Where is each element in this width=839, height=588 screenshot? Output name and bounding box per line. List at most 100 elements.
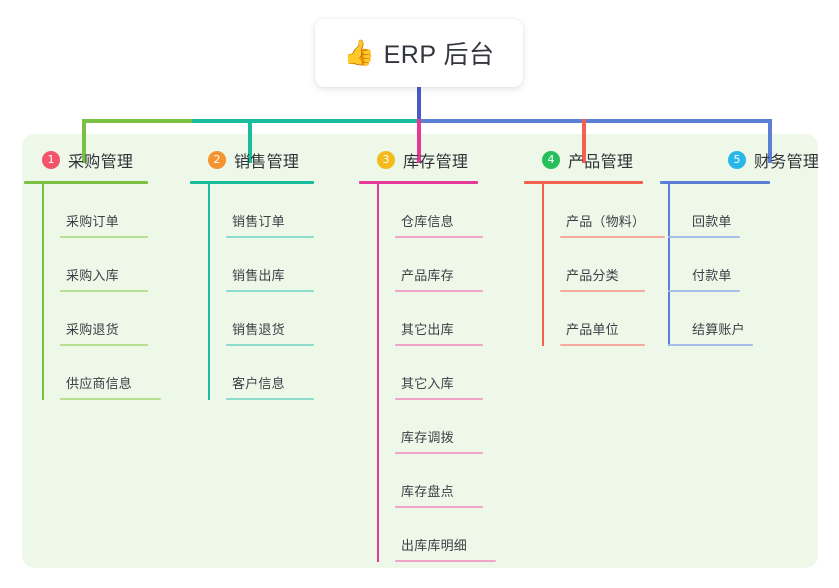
branch-header-5[interactable]: 5 财务管理 xyxy=(710,148,839,172)
leaf-label: 回款单 xyxy=(692,214,732,229)
branch-leaves-4: 产品（物料） 产品分类 产品单位 xyxy=(524,184,704,346)
branch-column-1: 1 采购管理 采购订单 采购入库 采购退货 供应商信息 xyxy=(24,148,184,400)
root-node[interactable]: 👍 ERP 后台 xyxy=(315,19,523,87)
leaf-item[interactable]: 其它入库 xyxy=(377,346,529,400)
leaf-label: 结算账户 xyxy=(692,322,745,337)
branch-rule-3 xyxy=(359,181,478,184)
leaf-item[interactable]: 产品分类 xyxy=(542,238,704,292)
leaf-label: 其它入库 xyxy=(401,376,454,391)
leaf-label: 库存调拨 xyxy=(401,430,454,445)
leaf-label: 供应商信息 xyxy=(66,376,133,391)
leaf-rule xyxy=(395,398,483,400)
leaf-label: 出库库明细 xyxy=(401,538,468,553)
leaf-rule xyxy=(395,560,496,562)
leaf-rule xyxy=(60,290,148,292)
leaf-rule xyxy=(60,344,148,346)
leaf-item[interactable]: 库存盘点 xyxy=(377,454,529,508)
leaf-rule xyxy=(395,344,483,346)
leaf-rule xyxy=(226,398,314,400)
leaf-label: 采购退货 xyxy=(66,322,119,337)
leaf-item[interactable]: 采购订单 xyxy=(42,184,184,238)
branch-spine-4 xyxy=(542,184,544,346)
branch-spine-3 xyxy=(377,184,379,562)
leaf-rule xyxy=(395,452,483,454)
branch-label-5: 财务管理 xyxy=(754,154,820,171)
leaf-label: 客户信息 xyxy=(232,376,285,391)
branch-column-5: 5 财务管理 回款单 付款单 结算账户 xyxy=(660,148,839,346)
leaf-item[interactable]: 销售出库 xyxy=(208,238,350,292)
root-node-content: 👍 ERP 后台 xyxy=(343,35,494,71)
leaf-rule xyxy=(560,290,645,292)
leaf-rule xyxy=(560,236,665,238)
branch-badge-2: 2 xyxy=(208,151,226,169)
leaf-label: 其它出库 xyxy=(401,322,454,337)
leaf-label: 产品库存 xyxy=(401,268,454,283)
branch-leaves-2: 销售订单 销售出库 销售退货 客户信息 xyxy=(190,184,350,400)
branch-leaves-3: 仓库信息 产品库存 其它出库 其它入库 库存调拨 库存盘点 xyxy=(359,184,529,562)
leaf-rule xyxy=(395,236,483,238)
branch-badge-3: 3 xyxy=(377,151,395,169)
leaf-item[interactable]: 采购入库 xyxy=(42,238,184,292)
leaf-item[interactable]: 产品库存 xyxy=(377,238,529,292)
leaf-rule xyxy=(668,236,740,238)
leaf-label: 采购入库 xyxy=(66,268,119,283)
branches-panel xyxy=(22,134,818,568)
branch-leaves-5: 回款单 付款单 结算账户 xyxy=(668,184,839,346)
leaf-rule xyxy=(226,344,314,346)
leaf-item[interactable]: 销售退货 xyxy=(208,292,350,346)
leaf-label: 仓库信息 xyxy=(401,214,454,229)
leaf-item[interactable]: 采购退货 xyxy=(42,292,184,346)
branch-rule-5 xyxy=(660,181,770,184)
leaf-label: 付款单 xyxy=(692,268,732,283)
leaf-rule xyxy=(668,290,740,292)
leaf-label: 销售出库 xyxy=(232,268,285,283)
leaf-rule xyxy=(60,398,161,400)
leaf-item[interactable]: 产品单位 xyxy=(542,292,704,346)
branch-column-2: 2 销售管理 销售订单 销售出库 销售退货 客户信息 xyxy=(190,148,350,400)
branch-column-3: 3 库存管理 仓库信息 产品库存 其它出库 其它入库 库存调拨 xyxy=(359,148,529,562)
branch-rule-2 xyxy=(190,181,314,184)
branch-label-4: 产品管理 xyxy=(568,154,634,171)
leaf-item[interactable]: 销售订单 xyxy=(208,184,350,238)
branch-header-2[interactable]: 2 销售管理 xyxy=(190,148,350,172)
leaf-item[interactable]: 库存调拨 xyxy=(377,400,529,454)
leaf-rule xyxy=(60,236,148,238)
leaf-item[interactable]: 结算账户 xyxy=(668,292,839,346)
branch-label-3: 库存管理 xyxy=(403,154,469,171)
leaf-rule xyxy=(560,344,645,346)
branch-label-2: 销售管理 xyxy=(234,154,300,171)
leaf-item[interactable]: 付款单 xyxy=(668,238,839,292)
leaf-rule xyxy=(226,290,314,292)
branch-header-4[interactable]: 4 产品管理 xyxy=(524,148,704,172)
leaf-label: 销售退货 xyxy=(232,322,285,337)
branch-spine-1 xyxy=(42,184,44,400)
leaf-rule xyxy=(395,506,483,508)
leaf-label: 产品单位 xyxy=(566,322,619,337)
thumbs-up-icon: 👍 xyxy=(343,38,375,67)
leaf-item[interactable]: 产品（物料） xyxy=(542,184,704,238)
leaf-item[interactable]: 供应商信息 xyxy=(42,346,184,400)
leaf-item[interactable]: 客户信息 xyxy=(208,346,350,400)
branch-column-4: 4 产品管理 产品（物料） 产品分类 产品单位 xyxy=(524,148,704,346)
root-title: ERP 后台 xyxy=(383,41,495,69)
leaf-item[interactable]: 出库库明细 xyxy=(377,508,529,562)
branch-spine-2 xyxy=(208,184,210,400)
leaf-label: 产品（物料） xyxy=(566,214,646,229)
branch-label-1: 采购管理 xyxy=(68,154,134,171)
branch-badge-5: 5 xyxy=(728,151,746,169)
leaf-rule xyxy=(668,344,753,346)
branch-rule-4 xyxy=(524,181,643,184)
leaf-label: 销售订单 xyxy=(232,214,285,229)
branch-rule-1 xyxy=(24,181,148,184)
branch-header-1[interactable]: 1 采购管理 xyxy=(24,148,184,172)
leaf-item[interactable]: 其它出库 xyxy=(377,292,529,346)
branch-spine-5 xyxy=(668,184,670,346)
leaf-rule xyxy=(395,290,483,292)
leaf-label: 采购订单 xyxy=(66,214,119,229)
leaf-label: 产品分类 xyxy=(566,268,619,283)
branch-header-3[interactable]: 3 库存管理 xyxy=(359,148,529,172)
leaf-item[interactable]: 回款单 xyxy=(668,184,839,238)
leaf-item[interactable]: 仓库信息 xyxy=(377,184,529,238)
leaf-rule xyxy=(226,236,314,238)
branch-leaves-1: 采购订单 采购入库 采购退货 供应商信息 xyxy=(24,184,184,400)
